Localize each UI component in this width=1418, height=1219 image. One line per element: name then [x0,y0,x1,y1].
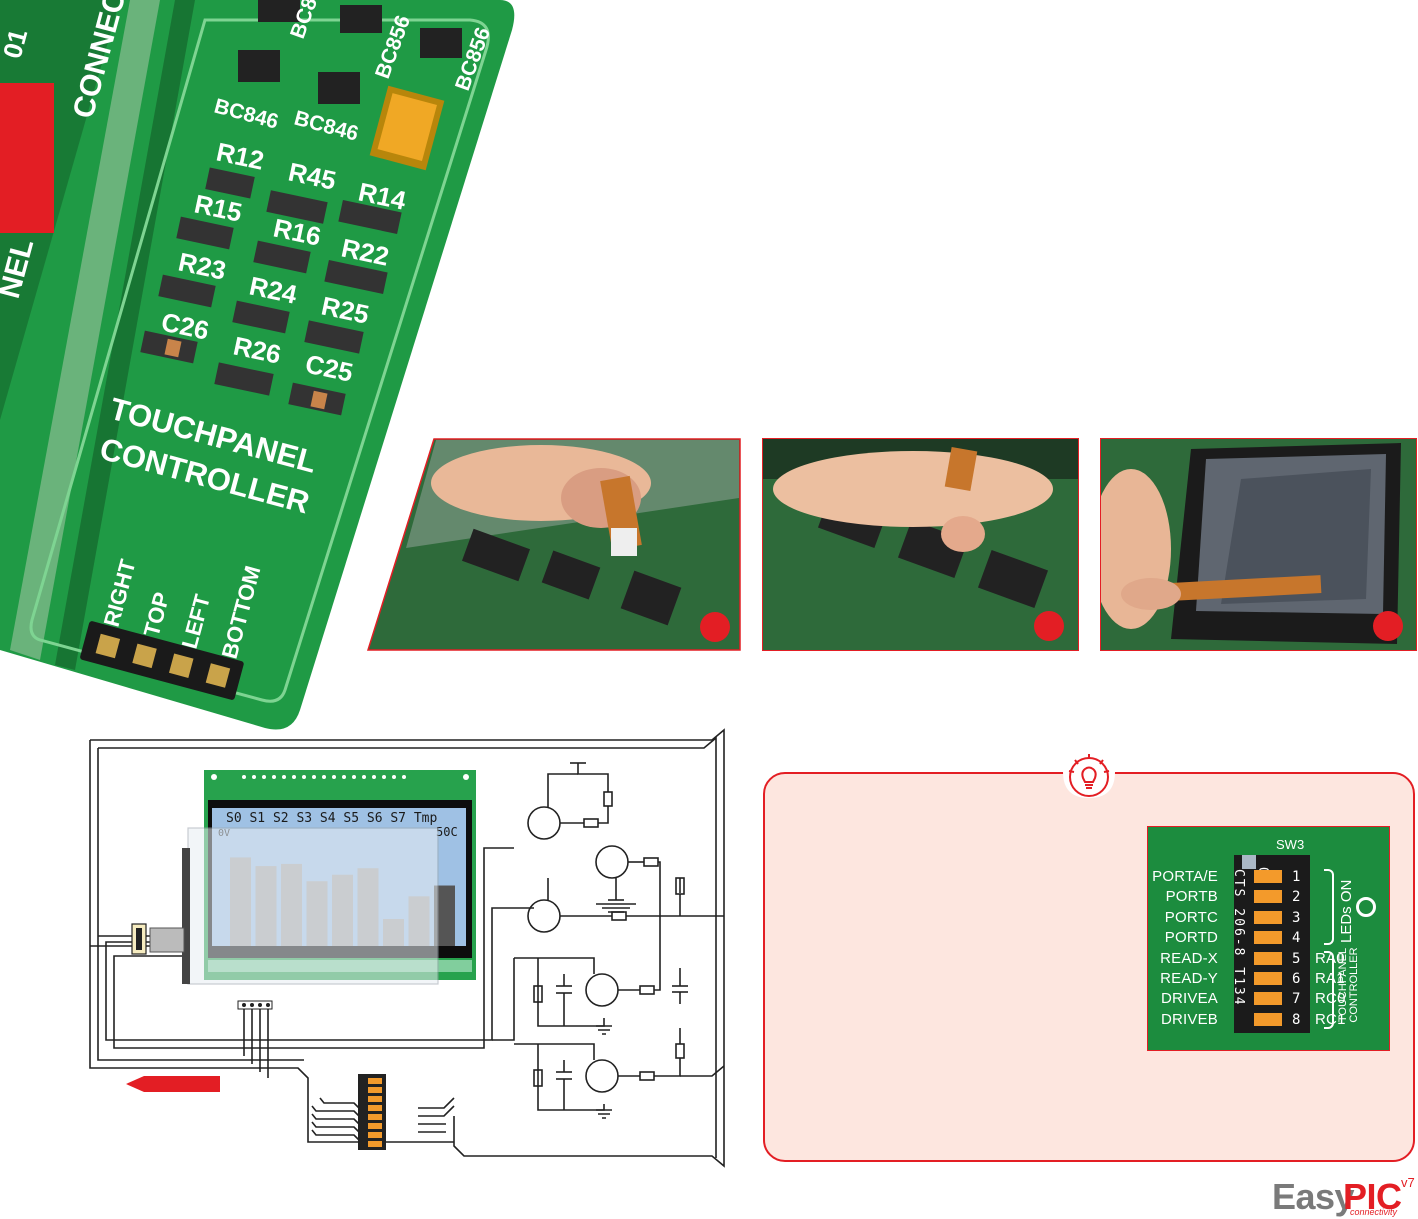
lightbulb-icon [1061,748,1117,798]
dip-switch-lever[interactable] [1254,992,1282,1006]
logo-version: v7 [1401,1175,1415,1190]
dip-switch-lever[interactable] [1254,890,1282,904]
step-marker-3 [1373,611,1403,641]
switch-number: 6 [1292,971,1301,987]
lcd-channel-header: S0 S1 S2 S3 S4 S5 S6 S7 Tmp [226,811,437,826]
logo-pic-text: PIC [1343,1176,1402,1217]
dip-switch-lever[interactable] [1254,910,1282,924]
dip-switch-lever[interactable] [1254,972,1282,985]
touchpanel-controller-label: TOUCHPANEL CONTROLLER [1337,947,1360,1023]
switch-port-label: PORTD [1164,929,1218,947]
step-photo-3 [1100,438,1417,651]
sw3-title: SW3 [1276,837,1305,852]
dip-switch-lever[interactable] [1254,931,1282,945]
schematic-dip-switch [358,1074,386,1150]
switch-port-label: PORTB [1165,888,1218,906]
step-photo-2 [762,438,1079,651]
step-photo-1 [366,438,742,652]
dip-switch-lever[interactable] [1254,870,1282,883]
switch-number: 5 [1292,950,1301,967]
dip-lever [368,1123,382,1129]
lcd-bar [434,885,455,946]
switch-pin-label: RC1 [1315,1010,1346,1028]
switch-number: 4 [1292,930,1301,947]
switch-port-label: PORTA/E [1152,868,1218,885]
switch-port-label: PORTC [1164,908,1218,926]
dip-lever [368,1141,382,1147]
switch-port-label: READ-X [1160,949,1218,967]
switch-number: 3 [1292,909,1301,926]
pcb-touchpanel-photo: BC846 BC846 BC84 BC856 BC856 R12 R45 R14… [0,0,540,740]
touch-panel-overlay [187,827,439,985]
led-icon [1356,897,1376,917]
logo-subtitle: connectivity [1350,1207,1398,1217]
leds-on-label: LEDs ON [1338,879,1355,943]
switch-pin-label: RA0 [1315,949,1345,967]
step-marker-2 [1034,611,1064,641]
dip-lever [368,1087,382,1093]
step-marker-1 [700,612,730,642]
pcb-header-connector [237,1000,273,1010]
switch-port-label: READ-Y [1160,970,1218,987]
leds-group-brace [1324,869,1334,945]
switch-port-label: DRIVEB [1160,1010,1218,1028]
dip-lever [368,1114,382,1120]
dip-lever [368,1078,382,1084]
dip-switch-lever[interactable] [1254,1012,1282,1026]
switch-number: 7 [1292,991,1301,1008]
dip-lever [368,1105,382,1111]
qr-code-icon [1242,855,1256,869]
pin-header [80,621,244,700]
switch-number: 2 [1292,889,1301,906]
schematic-diagram: S0 S1 S2 S3 S4 S5 S6 S7 Tmp 50C 0V [84,728,734,1168]
dip-lever [368,1096,382,1102]
dip-switch-lever[interactable] [1254,951,1282,965]
dip-lever [368,1132,382,1138]
switch-pin-label: RC0 [1315,990,1346,1008]
switch-chip-text: CTS 206-8 T134 [1231,869,1246,1007]
signal-arrow [126,1076,220,1092]
easypic-logo: Easy PIC v7 connectivity [1268,1170,1418,1219]
switch-number: 8 [1292,1011,1301,1028]
switch-port-label: DRIVEA [1160,990,1218,1008]
logo-easy-text: Easy [1272,1176,1355,1217]
touch-group-brace [1324,951,1334,1029]
switch-pin-label: RA1 [1315,970,1345,987]
lcd-temp-reading: 50C [436,825,458,839]
switch-number: 1 [1292,869,1301,885]
